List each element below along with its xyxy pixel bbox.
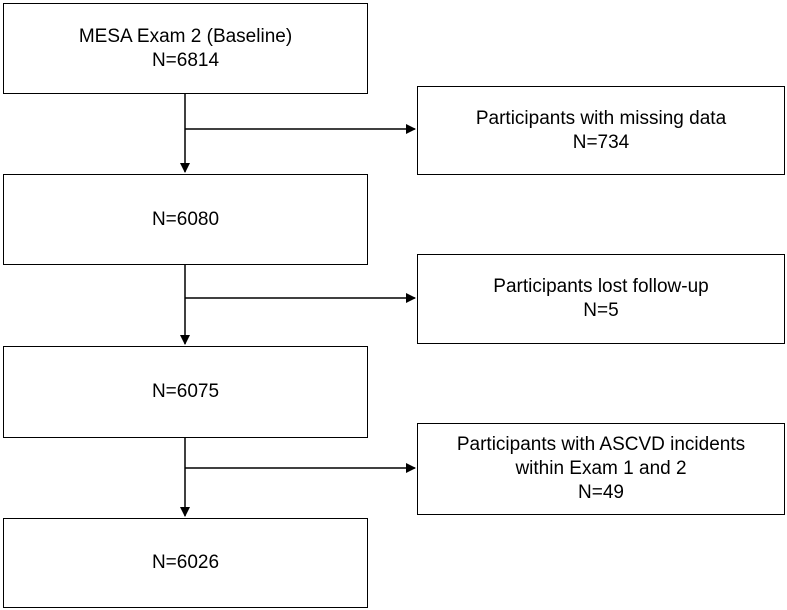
exclusion-box-lost-follow-up: Participants lost follow-up N=5 bbox=[417, 254, 785, 344]
main-box-step-2-count: N=6080 bbox=[151, 208, 220, 230]
exclusion-box-ascvd-incidents: Participants with ASCVD incidents within… bbox=[417, 423, 785, 515]
exclusion-box-ascvd-incidents-count: N=49 bbox=[578, 482, 624, 503]
exclusion-box-lost-follow-up-title: Participants lost follow-up bbox=[493, 276, 709, 297]
main-box-step-3: N=6075 bbox=[3, 346, 368, 438]
main-box-step-2: N=6080 bbox=[3, 174, 368, 265]
main-box-baseline: MESA Exam 2 (Baseline) N=6814 bbox=[3, 3, 368, 94]
exclusion-box-missing-data-count: N=734 bbox=[572, 131, 630, 153]
exclusion-box-lost-follow-up-count: N=5 bbox=[583, 300, 619, 321]
main-box-final: N=6026 bbox=[3, 518, 368, 608]
exclusion-box-ascvd-incidents-subtitle: within Exam 1 and 2 bbox=[515, 458, 687, 479]
main-box-final-count: N=6026 bbox=[151, 552, 220, 573]
exclusion-box-missing-data: Participants with missing data N=734 bbox=[417, 86, 785, 175]
exclusion-box-missing-data-title: Participants with missing data bbox=[475, 107, 727, 129]
main-box-baseline-count: N=6814 bbox=[151, 49, 220, 71]
main-box-baseline-title: MESA Exam 2 (Baseline) bbox=[78, 25, 293, 47]
main-box-step-3-count: N=6075 bbox=[151, 381, 220, 402]
exclusion-box-ascvd-incidents-title: Participants with ASCVD incidents bbox=[456, 434, 746, 455]
